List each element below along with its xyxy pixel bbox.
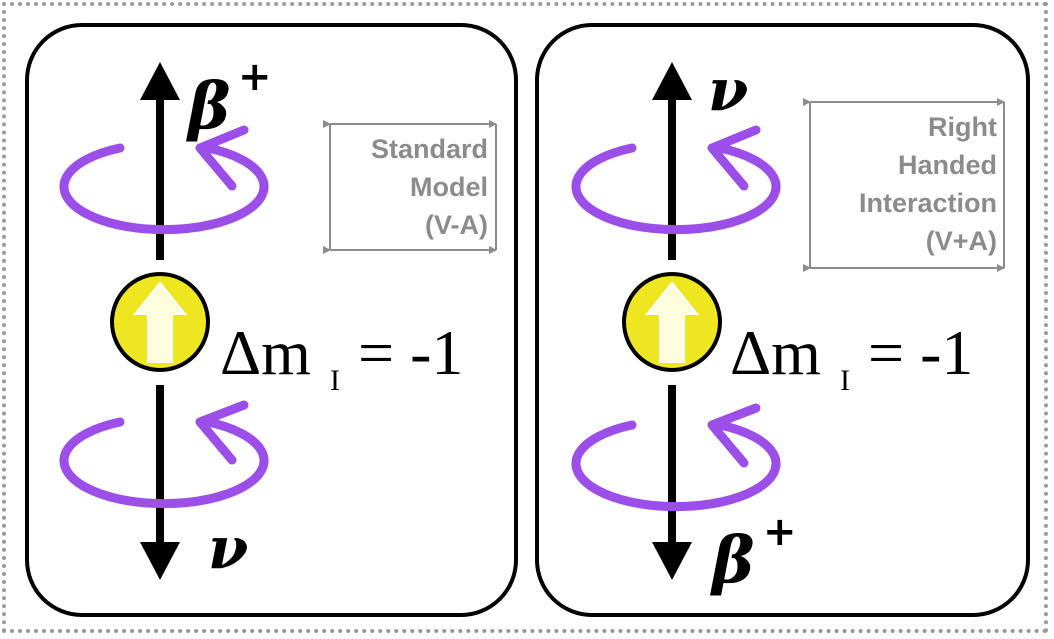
right-upper-spin-arrow-icon bbox=[571, 125, 781, 235]
left-bottom-particle-label: ν bbox=[208, 514, 248, 582]
dotted-frame bbox=[2, 2, 1048, 633]
left-eq-delta: Δm bbox=[220, 317, 311, 388]
left-dimension-box: Standard Model (V-A) bbox=[323, 120, 497, 254]
left-equation: Δm I = -1 bbox=[220, 317, 463, 397]
right-panel-border bbox=[535, 23, 1030, 617]
left-downward-arrow bbox=[140, 385, 180, 580]
right-box-line-2: Handed bbox=[898, 150, 997, 180]
right-box-line-3: Interaction bbox=[859, 188, 997, 218]
left-panel-border bbox=[25, 23, 518, 617]
left-box-line-2: Model bbox=[410, 172, 488, 202]
left-eq-rhs: = -1 bbox=[358, 317, 463, 388]
right-panel: ν β + Δm I = -1 Right Handed Interaction… bbox=[535, 23, 1030, 617]
left-top-charge-label: + bbox=[238, 54, 272, 100]
right-eq-subscript: I bbox=[840, 364, 850, 397]
right-bottom-particle-label: β bbox=[710, 523, 755, 598]
left-nucleus-spin-icon bbox=[110, 272, 210, 372]
right-downward-arrow bbox=[652, 385, 692, 580]
right-nucleus-spin-icon bbox=[622, 272, 722, 372]
left-eq-subscript: I bbox=[330, 364, 340, 397]
right-box-line-4: (V+A) bbox=[926, 226, 997, 256]
right-bottom-charge-label: + bbox=[763, 509, 797, 555]
right-box-line-1: Right bbox=[928, 112, 997, 142]
right-dimension-box: Right Handed Interaction (V+A) bbox=[803, 98, 1005, 272]
right-top-particle-label: ν bbox=[708, 56, 748, 124]
right-eq-delta: Δm bbox=[730, 317, 821, 388]
right-eq-rhs: = -1 bbox=[868, 317, 973, 388]
left-box-line-1: Standard bbox=[371, 134, 488, 164]
right-equation: Δm I = -1 bbox=[730, 317, 973, 397]
left-box-line-3: (V-A) bbox=[425, 210, 488, 240]
left-upper-spin-arrow-icon bbox=[59, 125, 269, 235]
right-lower-spin-arrow-icon bbox=[571, 403, 781, 512]
left-lower-spin-arrow-icon bbox=[59, 400, 269, 509]
left-top-particle-label: β bbox=[186, 69, 231, 144]
left-panel: β + ν Δm I = -1 Standard Model (V-A) bbox=[25, 23, 518, 617]
